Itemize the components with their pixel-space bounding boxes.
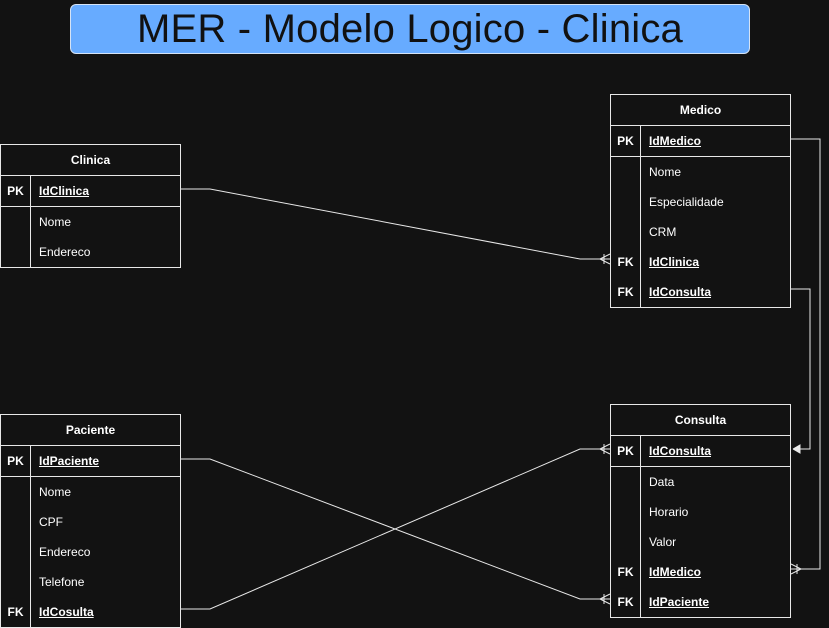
- key-label: [611, 217, 641, 247]
- key-label: [1, 477, 31, 507]
- attribute-name: Endereco: [39, 545, 91, 559]
- attribute-name: Especialidade: [649, 195, 724, 209]
- attribute-name: IdMedico: [649, 134, 702, 148]
- entity-consulta[interactable]: Consulta PK IdConsulta Data Horario Valo…: [610, 404, 791, 618]
- attribute-name: Endereco: [39, 245, 91, 259]
- entity-clinica[interactable]: Clinica PK IdClinica Nome Endereco: [0, 144, 181, 268]
- attribute-name: Horario: [649, 505, 689, 519]
- key-label: FK: [1, 597, 31, 627]
- crowfoot-consulta-idmedico: [790, 563, 802, 575]
- entity-row: CRM: [611, 217, 790, 247]
- entity-clinica-title: Clinica: [1, 145, 180, 176]
- entity-row: Valor: [611, 527, 790, 557]
- key-label: FK: [611, 277, 641, 307]
- entity-row: FK IdCosulta: [1, 597, 180, 627]
- arrow-consulta-idconsulta: [792, 444, 801, 454]
- attribute-name: IdPaciente: [649, 595, 710, 609]
- attribute-name: IdClinica: [649, 255, 700, 269]
- key-label: [1, 237, 31, 267]
- key-label: [1, 537, 31, 567]
- entity-medico-title: Medico: [611, 95, 790, 126]
- entity-row: FK IdClinica: [611, 247, 790, 277]
- key-label: [1, 507, 31, 537]
- key-label: PK: [611, 436, 641, 466]
- key-label: PK: [1, 176, 31, 206]
- attribute-name: IdClinica: [39, 184, 90, 198]
- key-label: FK: [611, 557, 641, 587]
- entity-row: Endereco: [1, 237, 180, 267]
- entity-row: PK IdClinica: [1, 176, 180, 207]
- entity-row: PK IdConsulta: [611, 436, 790, 467]
- attribute-name: IdPaciente: [39, 454, 100, 468]
- key-label: [1, 567, 31, 597]
- key-label: [611, 527, 641, 557]
- attribute-name: Data: [649, 475, 675, 489]
- entity-consulta-title: Consulta: [611, 405, 790, 436]
- key-label: [611, 497, 641, 527]
- attribute-name: Valor: [649, 535, 677, 549]
- entity-row: PK IdPaciente: [1, 446, 180, 477]
- entity-row: Nome: [1, 207, 180, 237]
- attribute-name: IdConsulta: [649, 285, 711, 299]
- key-label: PK: [611, 126, 641, 156]
- link-consulta-paciente: [181, 448, 610, 610]
- link-medico-consulta: [791, 288, 811, 450]
- entity-row: Endereco: [1, 537, 180, 567]
- entity-paciente-title: Paciente: [1, 415, 180, 446]
- entity-row: FK IdMedico: [611, 557, 790, 587]
- entity-row: Horario: [611, 497, 790, 527]
- key-label: [611, 187, 641, 217]
- link-medico-idmedico: [791, 138, 821, 570]
- crowfoot-consulta-idconsulta: [599, 443, 611, 455]
- attribute-name: Telefone: [39, 575, 85, 589]
- diagram-title-box: MER - Modelo Logico - Clinica: [70, 4, 750, 54]
- attribute-name: IdCosulta: [39, 605, 94, 619]
- attribute-name: IdMedico: [649, 565, 702, 579]
- key-label: [611, 467, 641, 497]
- attribute-name: IdConsulta: [649, 444, 711, 458]
- entity-row: Nome: [611, 157, 790, 187]
- entity-row: FK IdPaciente: [611, 587, 790, 617]
- entity-row: CPF: [1, 507, 180, 537]
- key-label: FK: [611, 247, 641, 277]
- attribute-name: CPF: [39, 515, 63, 529]
- attribute-name: Nome: [39, 215, 72, 229]
- key-label: [1, 207, 31, 237]
- entity-row: FK IdConsulta: [611, 277, 790, 307]
- entity-row: Nome: [1, 477, 180, 507]
- key-label: PK: [1, 446, 31, 476]
- entity-row: Telefone: [1, 567, 180, 597]
- crowfoot-consulta-idpaciente: [599, 593, 611, 605]
- link-clinica-medico: [181, 188, 610, 260]
- entity-medico[interactable]: Medico PK IdMedico Nome Especialidade CR…: [610, 94, 791, 308]
- entity-row: PK IdMedico: [611, 126, 790, 157]
- entity-row: Data: [611, 467, 790, 497]
- attribute-name: CRM: [649, 225, 677, 239]
- attribute-name: Nome: [649, 165, 682, 179]
- entity-row: Especialidade: [611, 187, 790, 217]
- attribute-name: Nome: [39, 485, 72, 499]
- key-label: FK: [611, 587, 641, 617]
- entity-paciente[interactable]: Paciente PK IdPaciente Nome CPF Endereco…: [0, 414, 181, 628]
- key-label: [611, 157, 641, 187]
- diagram-title: MER - Modelo Logico - Clinica: [137, 6, 683, 51]
- crowfoot-medico-idclinica: [599, 253, 611, 265]
